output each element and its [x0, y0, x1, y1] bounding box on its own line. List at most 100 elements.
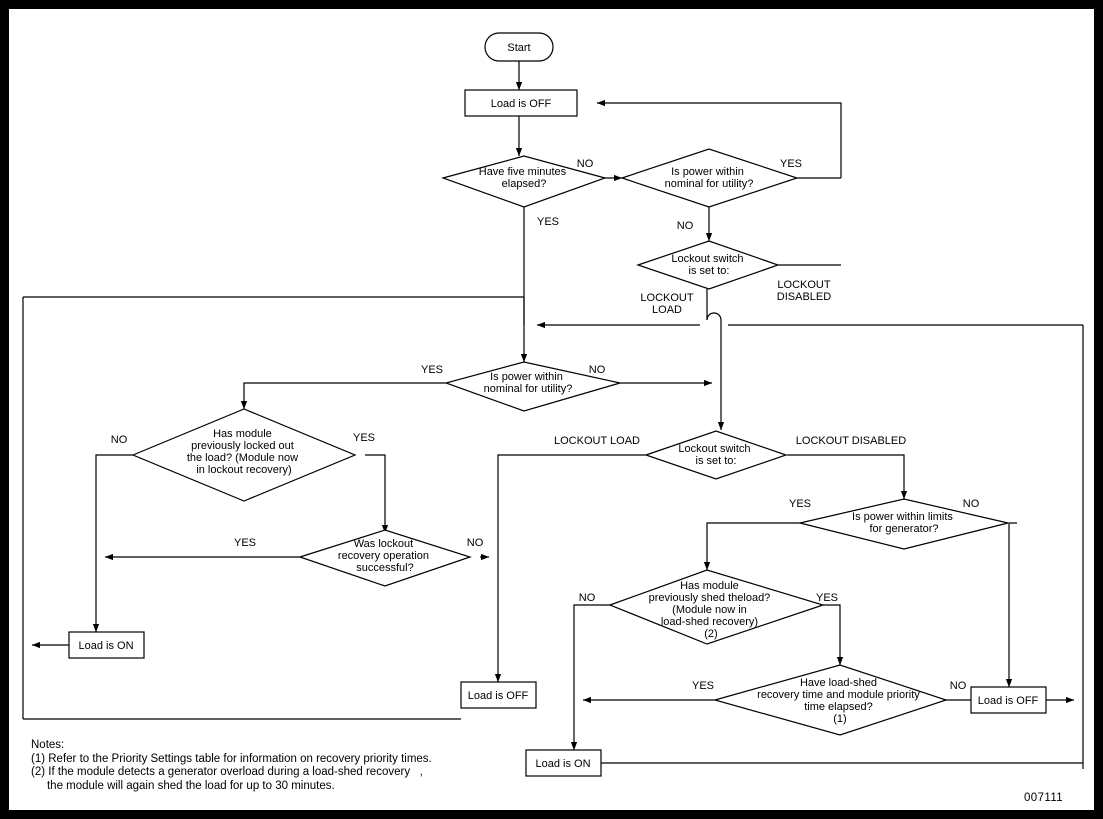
- edge-label-lockedout-yes: YES: [353, 432, 375, 444]
- edge-label-fivemin-yes: YES: [537, 216, 559, 228]
- node-lockout-switch-2-line2: is set to:: [696, 455, 737, 467]
- node-recovery-successful-line2: recovery operation: [338, 550, 429, 562]
- note-item-1: (1) Refer to the Priority Settings table…: [31, 752, 432, 765]
- note-item-3: the module will again shed the load for …: [31, 779, 335, 792]
- node-generator-limits-line1: Is power within limits: [852, 511, 953, 523]
- node-recovery-successful[interactable]: Was lockout recovery operation successfu…: [298, 529, 472, 587]
- edge-label-utilnom1-no: NO: [677, 220, 694, 232]
- node-load-shed-time-line1: Have load-shed: [800, 677, 877, 689]
- node-load-on-1[interactable]: Load is ON: [68, 631, 145, 659]
- node-load-shed-time-elapsed[interactable]: Have load-shed recovery time and module …: [712, 664, 948, 736]
- connectors: [22, 61, 1084, 769]
- edge-gen-no: [1005, 522, 1017, 688]
- node-lockout-switch-2[interactable]: Lockout switch is set to:: [644, 430, 788, 480]
- flowchart-canvas: Start Load is OFF Have five minutes elap…: [22, 32, 1084, 777]
- node-load-on-2-label: Load is ON: [535, 758, 590, 770]
- node-start[interactable]: Start: [484, 32, 554, 62]
- edge-label-generator-no: NO: [963, 498, 980, 510]
- node-lockout-switch-1-line1: Lockout switch: [671, 253, 743, 265]
- svg-text:Was lockout recove: Was lockout recovery operation successfu…: [338, 538, 432, 574]
- node-utility-nominal-1[interactable]: Is power within nominal for utility?: [620, 148, 799, 208]
- node-load-shed-time-line3: time elapsed?: [804, 701, 873, 713]
- node-load-off-2-label: Load is OFF: [468, 690, 529, 702]
- edge-label-lockedout-no: NO: [111, 434, 128, 446]
- edge-label-lockout2-load: LOCKOUT LOAD: [554, 435, 640, 447]
- node-lockout-switch-1[interactable]: Lockout switch is set to:: [636, 240, 780, 290]
- node-generator-limits[interactable]: Is power within limits for generator?: [799, 498, 1009, 550]
- svg-text:Is power within limits: Is power within limits for generator?: [852, 511, 956, 535]
- edge-label-shed-yes: YES: [816, 592, 838, 604]
- node-previously-shed-load-line2: previously shed theload?: [649, 592, 771, 604]
- node-load-off-2[interactable]: Load is OFF: [460, 681, 537, 709]
- edge-label-shed-no: NO: [579, 592, 596, 604]
- svg-text:Lockout switch is: Lockout switch is set to:: [671, 253, 746, 277]
- diagram-sheet: Start Load is OFF Have five minutes elap…: [9, 9, 1094, 810]
- node-previously-locked-out-line2: previously locked out: [191, 440, 294, 452]
- node-load-shed-time-line4: (1): [833, 713, 846, 725]
- node-utility-nominal-1-line1: Is power within: [671, 166, 744, 178]
- node-previously-shed-load-line4: load-shed recovery): [661, 616, 758, 628]
- edge-lockout2-disabled: [787, 454, 908, 500]
- svg-text:Have load-shed rec: Have load-shed recovery time and module …: [757, 677, 923, 725]
- node-previously-locked-out-line3: the load? (Module now: [187, 452, 298, 464]
- edge-label-lockout2-disabled: LOCKOUT DISABLED: [796, 435, 906, 447]
- edge-label-recovery-no: NO: [467, 537, 484, 549]
- edge-lockout1-load-hop: [706, 312, 722, 321]
- edge-label-recovery-yes: YES: [234, 537, 256, 549]
- edge-label-utilnom2-yes: YES: [421, 364, 443, 376]
- svg-text:Lockout switch is: Lockout switch is set to:: [678, 443, 753, 467]
- edge-label-utilnom1-yes: YES: [780, 158, 802, 170]
- node-five-minutes[interactable]: Have five minutes elapsed?: [441, 155, 607, 208]
- figure-id: 007111: [1024, 792, 1064, 804]
- edge-shed-yes: [823, 604, 844, 666]
- note-item-2: (2) If the module detects a generator ov…: [31, 766, 423, 779]
- edge-utilnom2-yes: [240, 382, 446, 410]
- node-previously-locked-out-line4: in lockout recovery): [196, 464, 291, 476]
- node-recovery-successful-line1: Was lockout: [354, 538, 414, 550]
- edge-label-time-yes: YES: [692, 680, 714, 692]
- edge-lockedout-no: [92, 454, 133, 633]
- edge-label-utilnom2-no: NO: [589, 364, 606, 376]
- edge-lockedout-yes: [365, 454, 389, 534]
- svg-text:Is power within no: Is power within nominal for utility?: [665, 166, 754, 190]
- node-load-on-1-label: Load is ON: [78, 640, 133, 652]
- node-utility-nominal-2-line2: nominal for utility?: [484, 383, 573, 395]
- svg-text:Has module previou: Has module previously shed theload? (Mod…: [649, 580, 774, 640]
- node-load-off-3[interactable]: Load is OFF: [970, 686, 1047, 714]
- node-utility-nominal-2-line1: Is power within: [490, 371, 563, 383]
- edge-gen-yes: [703, 522, 808, 571]
- node-utility-nominal-1-line2: nominal for utility?: [665, 178, 754, 190]
- node-lockout-switch-2-line1: Lockout switch: [678, 443, 750, 455]
- node-previously-shed-load-line5: (2): [704, 628, 717, 640]
- svg-text:Have five minutes: Have five minutes elapsed?: [479, 166, 570, 190]
- node-generator-limits-line2: for generator?: [869, 523, 938, 535]
- node-load-off-1[interactable]: Load is OFF: [464, 89, 578, 117]
- node-recovery-successful-line3: successful?: [356, 562, 413, 574]
- svg-text:Has module previou: Has module previously locked out the loa…: [187, 428, 301, 476]
- node-previously-shed-load-line3: (Module now in: [672, 604, 747, 616]
- edge-label-time-no: NO: [950, 680, 967, 692]
- edge-utilnom1-yes-return: [596, 99, 842, 178]
- node-load-off-3-label: Load is OFF: [978, 695, 1039, 707]
- node-load-off-1-label: Load is OFF: [491, 98, 552, 110]
- node-previously-shed-load[interactable]: Has module previously shed theload? (Mod…: [608, 569, 825, 645]
- svg-text:Is power within no: Is power within nominal for utility?: [484, 371, 573, 395]
- node-utility-nominal-2[interactable]: Is power within nominal for utility?: [443, 361, 621, 412]
- nodes: Start Load is OFF Have five minutes elap…: [68, 32, 1047, 777]
- notes-block: Notes: (1) Refer to the Priority Setting…: [31, 739, 511, 793]
- node-load-on-2[interactable]: Load is ON: [525, 749, 602, 777]
- node-five-minutes-line2: elapsed?: [502, 178, 547, 190]
- notes-heading: Notes:: [31, 739, 65, 751]
- node-previously-shed-load-line1: Has module: [680, 580, 739, 592]
- edge-lockout2-load: [494, 454, 646, 683]
- edge-label-fivemin-no: NO: [577, 158, 594, 170]
- node-lockout-switch-1-line2: is set to:: [689, 265, 730, 277]
- node-previously-locked-out[interactable]: Has module previously locked out the loa…: [131, 408, 357, 502]
- node-start-label: Start: [507, 42, 530, 54]
- node-load-shed-time-line2: recovery time and module priority: [757, 689, 920, 701]
- edge-label-generator-yes: YES: [789, 498, 811, 510]
